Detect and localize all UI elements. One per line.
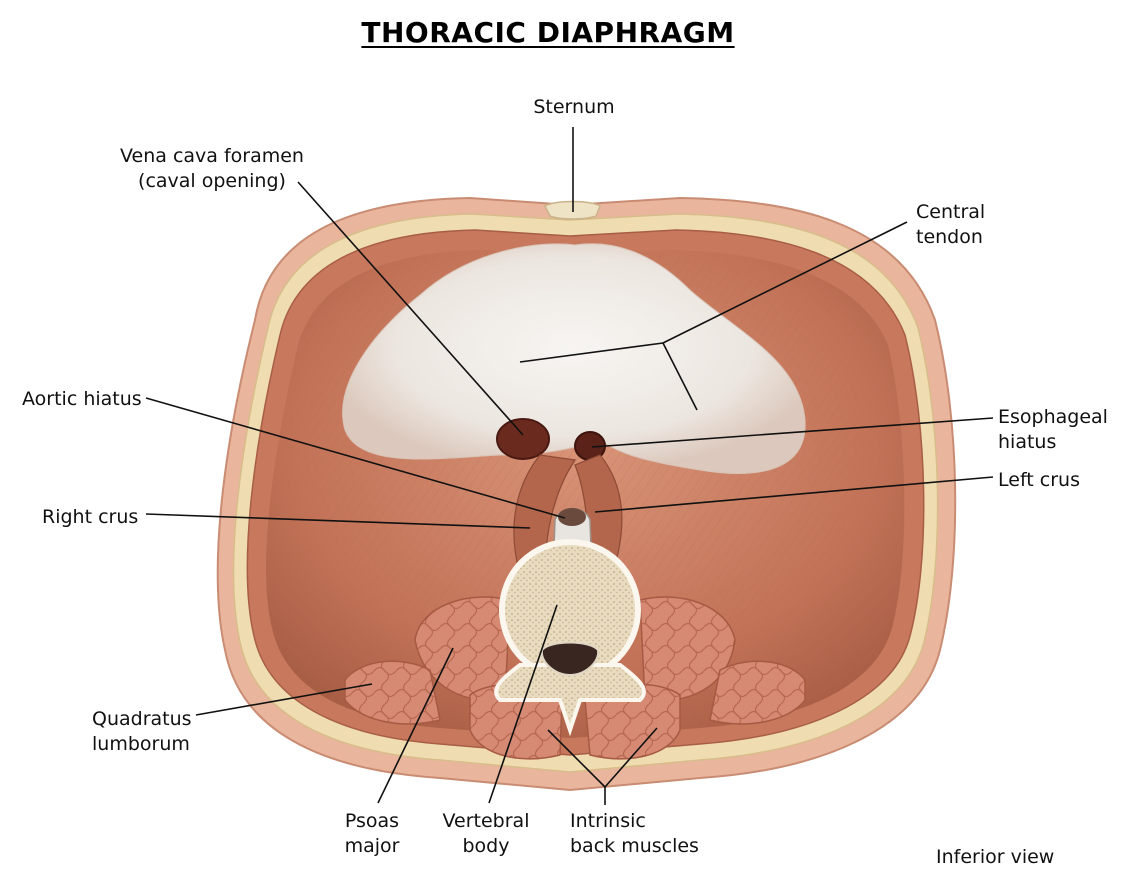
label-central-tendon: Central tendon — [916, 201, 986, 248]
label-left-crus: Left crus — [998, 469, 1080, 491]
vertebral-arch — [494, 663, 646, 737]
quadratus-left-area — [344, 660, 441, 725]
label-esophageal-hiatus: Esophageal hiatus — [998, 406, 1108, 453]
label-sternum: Sternum — [533, 96, 615, 118]
page-title: THORACIC DIAPHRAGM — [361, 16, 735, 49]
label-vertebral-body: Vertebral body — [442, 810, 530, 857]
label-right-crus: Right crus — [42, 506, 139, 528]
quadratus-right-area — [709, 660, 806, 725]
view-note: Inferior view — [936, 846, 1055, 868]
leader-lines — [145, 127, 994, 805]
central-tendon — [342, 243, 806, 474]
label-aortic-hiatus: Aortic hiatus — [22, 388, 142, 410]
label-vena-cava-foramen: Vena cava foramen (caval opening) — [120, 145, 304, 192]
spinal-canal — [540, 641, 600, 677]
psoas-left-area — [414, 596, 511, 702]
label-quadratus-lumborum: Quadratus lumborum — [92, 708, 192, 755]
vena-cava-foramen — [496, 418, 550, 460]
label-psoas-major: Psoas major — [344, 810, 400, 857]
label-intrinsic-back-muscles: Intrinsic back muscles — [570, 810, 699, 857]
